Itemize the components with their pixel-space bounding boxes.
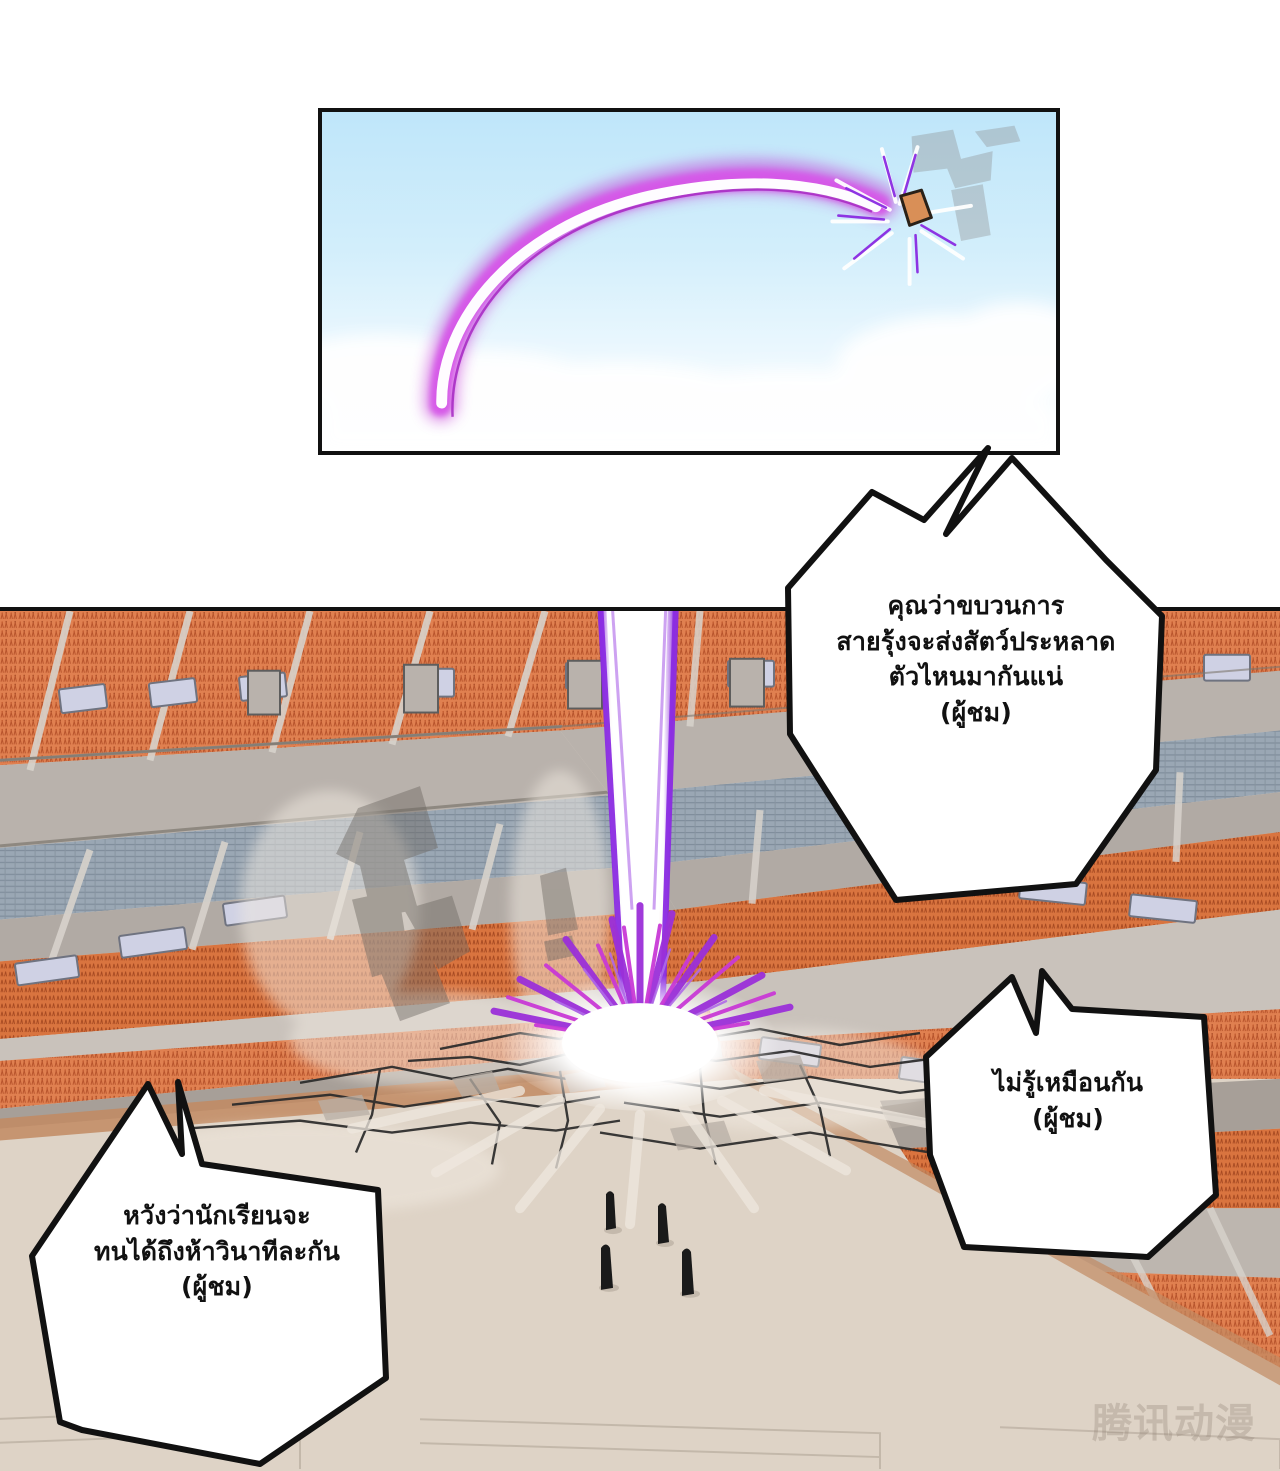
- bubble-1-shape: [785, 445, 1165, 903]
- falling-object: [899, 188, 933, 227]
- figure: [680, 1248, 700, 1298]
- background-shadow-marks: [911, 125, 1021, 241]
- bubble-1-text: คุณว่าขบวนการ สายรุ้งจะส่งสัตว์ประหลาด ต…: [776, 588, 1176, 730]
- bubble-1-line-3: ตัวไหนมากันแน่: [888, 662, 1064, 691]
- energy-trail-core: [436, 178, 882, 409]
- figure: [656, 1203, 674, 1248]
- bubble-2-line-2: (ผู้ชม): [1032, 1103, 1104, 1133]
- speech-bubble-spectator-1[interactable]: คุณว่าขบวนการ สายรุ้งจะส่งสัตว์ประหลาด ต…: [776, 445, 1176, 918]
- sky-panel: [318, 108, 1060, 455]
- smoke-silhouette: [336, 786, 578, 1022]
- bubble-2-line-1: ไม่รู้เหมือนกัน: [992, 1068, 1144, 1097]
- bubble-2-text: ไม่รู้เหมือนกัน (ผู้ชม): [908, 1065, 1228, 1136]
- shockwave-streaks: [347, 1085, 939, 1230]
- bubble-3-text: หวังว่านักเรียนจะ ทนได้ถึงห้าวินาทีละกัน…: [22, 1198, 412, 1305]
- bubble-3-line-3: (ผู้ชม): [181, 1272, 253, 1301]
- tencent-comics-watermark: 腾讯动漫: [1092, 1401, 1256, 1447]
- figure: [604, 1191, 622, 1235]
- energy-beam: [597, 611, 679, 1030]
- bubble-3-line-1: หวังว่านักเรียนจะ: [123, 1201, 311, 1230]
- bubble-3-line-2: ทนได้ถึงห้าวินาทีละกัน: [93, 1236, 341, 1266]
- arena-figures: [599, 1191, 700, 1298]
- impact-burst: [830, 145, 973, 286]
- figure: [599, 1244, 619, 1292]
- bubble-2-shape: [923, 968, 1219, 1260]
- speech-bubble-spectator-2[interactable]: ไม่รู้เหมือนกัน (ผู้ชม): [908, 965, 1228, 1260]
- bubble-1-line-1: คุณว่าขบวนการ: [887, 591, 1065, 620]
- impact-burst-center: [490, 902, 794, 1111]
- speech-bubble-spectator-3[interactable]: หวังว่านักเรียนจะ ทนได้ถึงห้าวินาทีละกัน…: [22, 1078, 412, 1468]
- bubble-1-line-4: (ผู้ชม): [940, 697, 1012, 727]
- bubble-3-shape: [29, 1079, 389, 1467]
- sky-panel-art: [322, 112, 1056, 451]
- bubble-1-line-2: สายรุ้งจะส่งสัตว์ประหลาด: [836, 626, 1116, 656]
- energy-trail-echo: [451, 188, 873, 417]
